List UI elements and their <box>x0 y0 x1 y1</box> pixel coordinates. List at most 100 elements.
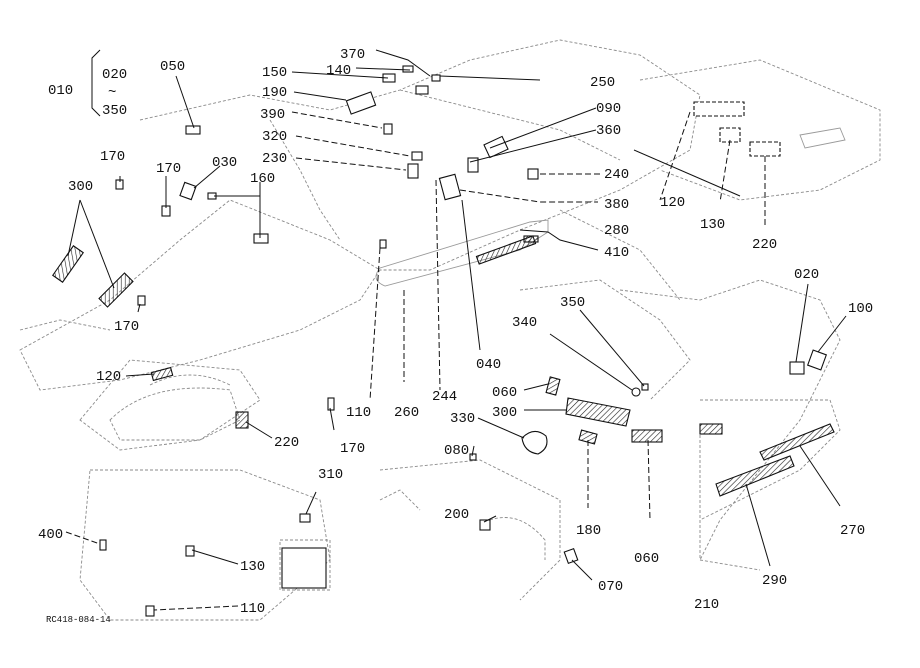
callout-280: 280 <box>604 223 629 239</box>
machine-outline-sketch <box>19 39 881 621</box>
decal-170c <box>137 295 146 306</box>
callout-330: 330 <box>450 411 475 427</box>
callout-310: 310 <box>318 467 343 483</box>
callout-170-a: 170 <box>100 149 125 165</box>
decal-340 <box>631 387 641 397</box>
decal-030 <box>179 181 197 201</box>
callout-260: 260 <box>394 405 419 421</box>
decal-090 <box>483 135 509 159</box>
callout-120-b: 120 <box>96 369 121 385</box>
decal-110-bottom <box>145 605 155 617</box>
decal-310 <box>299 513 311 523</box>
decal-270 <box>759 423 835 461</box>
callout-130-a: 130 <box>700 217 725 233</box>
decal-240 <box>527 168 539 180</box>
callout-150: 150 <box>262 65 287 81</box>
decal-250 <box>431 74 441 82</box>
callout-360: 360 <box>596 123 621 139</box>
decal-020 <box>789 361 805 375</box>
callout-010: 010 <box>48 83 73 99</box>
callout-300-b: 300 <box>492 405 517 421</box>
battery <box>281 547 327 589</box>
decal-060b <box>631 429 663 443</box>
decal-220-outline <box>749 141 781 157</box>
decal-290 <box>715 455 795 497</box>
decal-070 <box>563 547 579 565</box>
callout-340: 340 <box>512 315 537 331</box>
callout-320: 320 <box>262 129 287 145</box>
decal-220 <box>235 411 249 429</box>
callout-120-a: 120 <box>660 195 685 211</box>
decal-300a-1 <box>51 245 85 283</box>
decal-380 <box>438 173 462 201</box>
callout-040: 040 <box>476 357 501 373</box>
callout-050: 050 <box>160 59 185 75</box>
decal-130 <box>185 545 195 557</box>
decal-410 <box>523 235 539 243</box>
callout-180: 180 <box>576 523 601 539</box>
decal-120-outline <box>693 101 745 117</box>
callout-140: 140 <box>326 63 351 79</box>
callout-170-c: 170 <box>114 319 139 335</box>
decal-140 <box>415 85 429 95</box>
callout-400: 400 <box>38 527 63 543</box>
callout-250: 250 <box>590 75 615 91</box>
decal-120 <box>150 366 174 382</box>
callout-170-b: 170 <box>156 161 181 177</box>
decal-230 <box>407 163 419 179</box>
callout-090: 090 <box>596 101 621 117</box>
callout-060-b: 060 <box>634 551 659 567</box>
callout-110-b: 110 <box>240 601 265 617</box>
callout-160: 160 <box>250 171 275 187</box>
callout-020-range-start: 020 <box>102 67 127 83</box>
decal-390 <box>383 123 393 135</box>
figure-code: RC418-084-14 <box>46 615 111 625</box>
callout-080: 080 <box>444 443 469 459</box>
decal-370 <box>402 65 414 73</box>
decal-050 <box>185 125 201 135</box>
decal-160 <box>253 233 269 244</box>
callout-230: 230 <box>262 151 287 167</box>
callout-240: 240 <box>604 167 629 183</box>
callout-210: 210 <box>694 597 719 613</box>
decal-080 <box>469 453 477 461</box>
callout-410: 410 <box>604 245 629 261</box>
decal-200 <box>479 519 491 531</box>
callout-370: 370 <box>340 47 365 63</box>
decal-170d <box>327 397 335 411</box>
decal-350 <box>641 383 649 391</box>
callout-100: 100 <box>848 301 873 317</box>
callout-300-a: 300 <box>68 179 93 195</box>
callout-200: 200 <box>444 507 469 523</box>
decal-320 <box>411 151 423 161</box>
decal-100 <box>806 349 828 371</box>
callout-244: 244 <box>432 389 457 405</box>
decal-400 <box>99 539 107 551</box>
callout-350-range-end: 350 <box>102 103 127 119</box>
decal-180 <box>578 429 598 445</box>
callout-290: 290 <box>762 573 787 589</box>
decal-060c <box>699 423 723 435</box>
callout-220-b: 220 <box>274 435 299 451</box>
callout-labels: 010 020 ~ 350 050 370 150 140 190 250 39… <box>38 47 873 625</box>
decal-360 <box>467 157 479 173</box>
decal-300a-2 <box>98 272 134 308</box>
callout-350: 350 <box>560 295 585 311</box>
callout-070: 070 <box>598 579 623 595</box>
decal-330 <box>521 430 548 455</box>
decal-190 <box>345 91 377 115</box>
decal-060a <box>545 376 561 396</box>
decal-130-outline <box>719 127 741 143</box>
callout-380: 380 <box>604 197 629 213</box>
callout-060-a: 060 <box>492 385 517 401</box>
callout-tilde: ~ <box>108 85 116 101</box>
callout-020: 020 <box>794 267 819 283</box>
callout-190: 190 <box>262 85 287 101</box>
leader-lines <box>65 49 847 611</box>
callout-270: 270 <box>840 523 865 539</box>
callout-130-b: 130 <box>240 559 265 575</box>
callout-170-d: 170 <box>340 441 365 457</box>
decal-parts <box>51 65 835 617</box>
callout-390: 390 <box>260 107 285 123</box>
